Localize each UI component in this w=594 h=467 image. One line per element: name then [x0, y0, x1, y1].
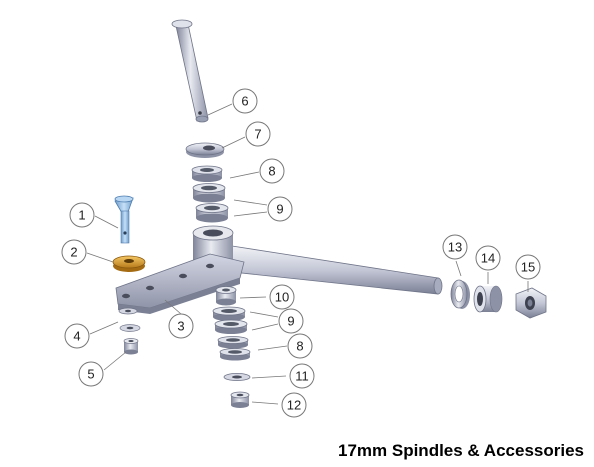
callout-11: 11: [251, 363, 315, 389]
part-1-blue-screw: [114, 195, 134, 244]
callout-circle: [232, 88, 258, 114]
callout-15: 15: [515, 254, 541, 292]
callout-leader-line: [89, 321, 119, 335]
callout-circle: [278, 308, 304, 334]
callout-circle: [168, 313, 194, 339]
callout-number: 4: [73, 329, 80, 344]
callout-leader-line: [249, 311, 279, 318]
part-7-top-washer: [185, 142, 225, 158]
callout-number: 2: [70, 245, 77, 260]
callout-number: 1: [78, 208, 85, 223]
callout-circle: [475, 245, 501, 271]
callout-leader-line: [207, 103, 233, 116]
callout-number: 8: [296, 339, 303, 354]
part-13-axle-washer: [450, 279, 470, 309]
callout-circle: [267, 196, 293, 222]
callout-1: 1: [69, 202, 119, 229]
callout-number: 5: [87, 367, 94, 382]
callout-3: 3: [164, 299, 194, 339]
part-12-bottom-nut: [230, 391, 250, 408]
callout-circle: [281, 392, 307, 418]
callout-leader-line: [257, 345, 288, 351]
callout-leader-line: [233, 199, 268, 206]
callout-number: 13: [448, 240, 462, 255]
part-8-spacer-ring-bottom-b: [219, 348, 251, 361]
callout-circle: [64, 323, 90, 349]
callout-9: 9: [233, 196, 293, 222]
callout-6: 6: [207, 88, 258, 116]
callout-circle: [259, 158, 285, 184]
part-14-axle-collar: [473, 285, 503, 313]
callout-number: 12: [287, 398, 301, 413]
callout-circle: [245, 121, 271, 147]
callout-circle: [69, 202, 95, 228]
callout-leader-line: [229, 171, 260, 179]
callout-leader-line: [239, 296, 267, 299]
part-8-spacer-ring-top: [191, 165, 223, 182]
callout-8: 8: [257, 333, 313, 359]
callout-9: 9: [249, 308, 304, 334]
callout-number: 9: [287, 314, 294, 329]
callout-leader-line: [103, 351, 127, 371]
callout-number: 8: [268, 164, 275, 179]
part-9-bearing-spacer-bottom-b: [214, 319, 248, 334]
part-5-nut: [123, 338, 139, 355]
callout-leader-line: [251, 401, 279, 405]
part-10-spacer-collar: [215, 286, 237, 306]
callout-leader-line: [251, 375, 287, 379]
part-8-spacer-ring-bottom-a: [217, 336, 249, 349]
callout-leader-line: [221, 136, 246, 149]
callout-5: 5: [78, 351, 127, 387]
callout-leader-line: [251, 323, 279, 331]
callout-leader-line: [94, 215, 119, 229]
part-9-bearing-spacer-bottom-a: [212, 306, 246, 321]
callout-circle: [78, 361, 104, 387]
callout-leader-line: [455, 260, 462, 277]
callout-number: 3: [177, 319, 184, 334]
callout-number: 7: [254, 127, 261, 142]
part-15-axle-nut: [515, 287, 547, 319]
part-4-washer-top: [118, 307, 138, 315]
callout-number: 14: [481, 251, 495, 266]
callout-4: 4: [64, 321, 119, 349]
callout-number: 15: [521, 260, 535, 275]
part-6-kingpin: [171, 19, 209, 123]
callout-2: 2: [61, 239, 114, 265]
callout-leader-line: [86, 252, 114, 263]
callout-14: 14: [475, 245, 501, 284]
callout-number: 11: [295, 369, 309, 384]
callout-7: 7: [221, 121, 271, 149]
callout-12: 12: [251, 392, 307, 418]
callout-number: 10: [275, 290, 289, 305]
callout-circle: [269, 284, 295, 310]
part-9-bearing-spacer-top-b: [195, 203, 229, 223]
callout-leader-line: [233, 211, 268, 217]
part-11-thin-washer: [223, 372, 251, 381]
callout-circle: [442, 234, 468, 260]
callout-circle: [515, 254, 541, 280]
callout-8: 8: [229, 158, 285, 184]
callout-leader-line: [164, 299, 182, 315]
callout-circle: [61, 239, 87, 265]
callout-circle: [287, 333, 313, 359]
part-2-gold-washer: [112, 255, 146, 272]
callout-circle: [289, 363, 315, 389]
part-9-bearing-spacer-top-a: [192, 183, 226, 203]
callout-13: 13: [442, 234, 468, 277]
diagram-caption: 17mm Spindles & Accessories: [338, 441, 584, 460]
callout-number: 9: [276, 202, 283, 217]
part-4-washer: [119, 324, 141, 332]
callout-number: 6: [241, 94, 248, 109]
callout-10: 10: [239, 284, 295, 310]
